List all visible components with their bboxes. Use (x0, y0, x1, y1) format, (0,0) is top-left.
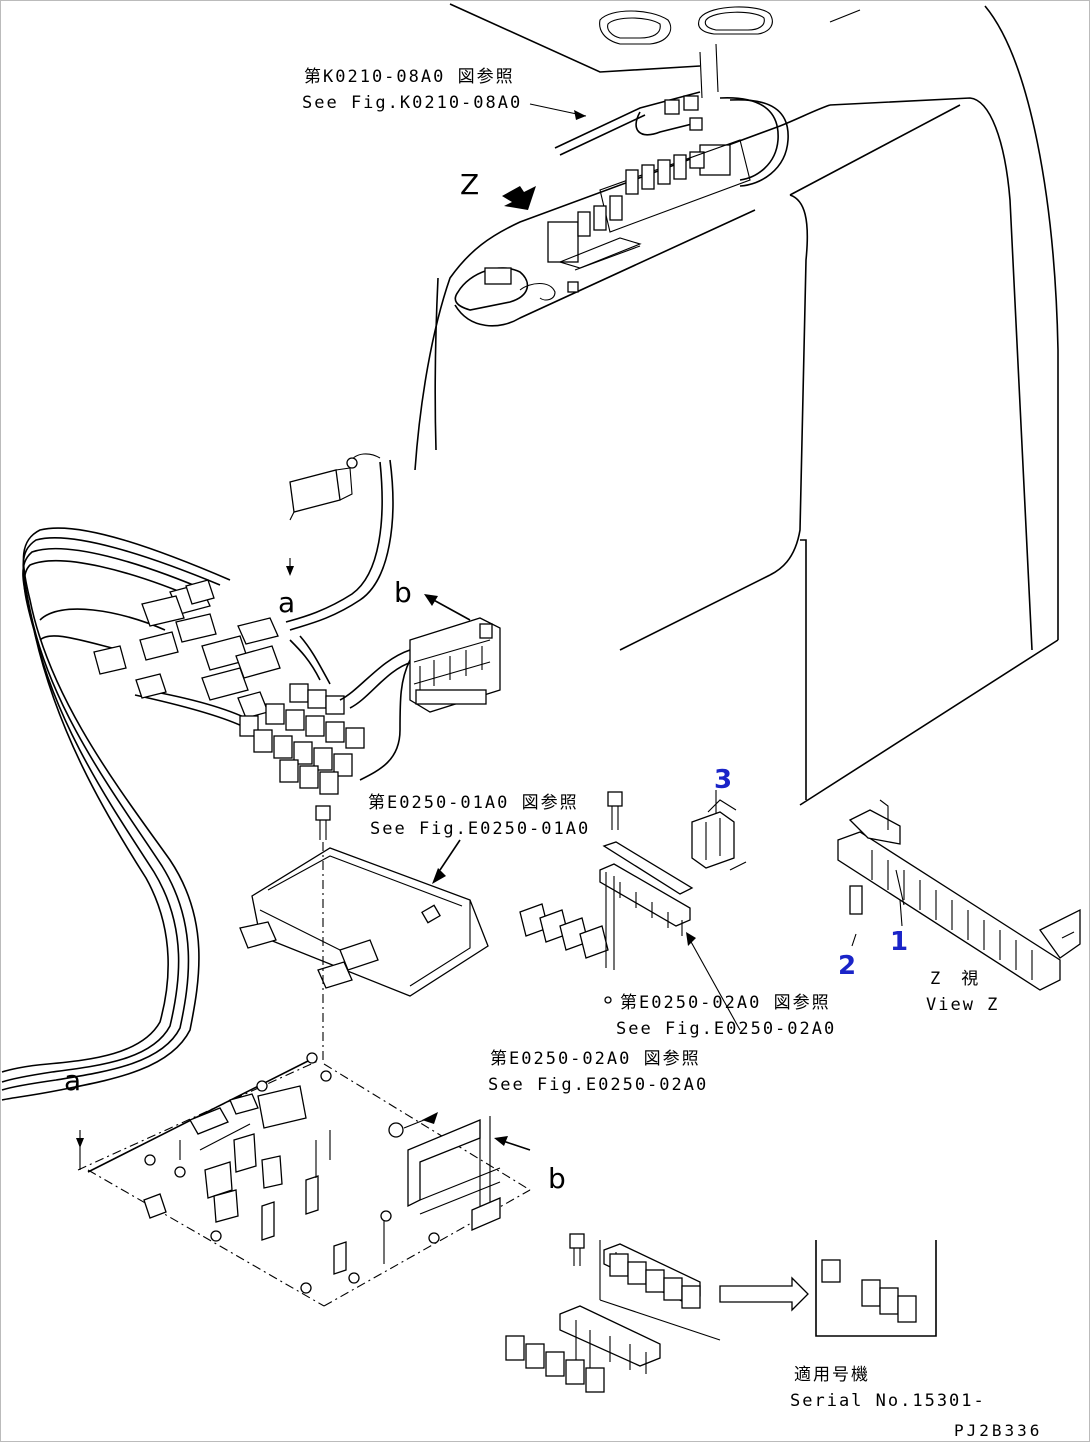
fuse-box-b (409, 594, 501, 713)
part-number-callouts: 1 2 3 (714, 765, 908, 981)
ref-k0210-en: See Fig.K0210-08A0 (302, 93, 522, 113)
main-harness (1, 453, 394, 1101)
part-number-3: 3 (714, 765, 732, 795)
part-3-relay (691, 799, 747, 871)
ref-e0250-01-jp: 第E0250-01A0 図参照 (368, 793, 579, 813)
cab-outline (414, 3, 1059, 806)
drawing-code: PJ2B336 (954, 1421, 1042, 1440)
view-z-caption: Z 視 View Z (926, 969, 999, 1015)
ref-e0250-02b-jp: 第E0250-02A0 図参照 (490, 1049, 701, 1069)
ref-e0250-02-jp: 第E0250-02A0 図参照 (620, 993, 831, 1013)
view-z-marker: Z (460, 168, 479, 201)
bottom-relay-set (505, 1233, 721, 1393)
screw (315, 805, 331, 1062)
part-number-1: 1 (890, 927, 908, 957)
ref-e0250-01-en: See Fig.E0250-01A0 (370, 819, 590, 839)
view-z-caption-en: View Z (926, 995, 999, 1015)
serial-box (719, 1240, 937, 1337)
connector-a-bottom: a (64, 1064, 81, 1097)
connector-a-top: a (278, 586, 295, 619)
reference-labels: 第K0210-08A0 図参照 See Fig.K0210-08A0 第E025… (302, 67, 836, 1095)
overhead-harness (454, 43, 789, 311)
ref-e0250-02b-en: See Fig.E0250-02A0 (488, 1075, 708, 1095)
fuse-block-grid (239, 683, 365, 795)
controller-unit (239, 839, 489, 997)
bracket-plate (77, 1052, 531, 1307)
ref-e0250-02-en: See Fig.E0250-02A0 (616, 1019, 836, 1039)
serial-caption-en: Serial No.15301- (790, 1391, 986, 1411)
connector-b-top: b (394, 576, 412, 609)
view-markers: Z a a b b (64, 168, 566, 1195)
ref-k0210-jp: 第K0210-08A0 図参照 (304, 67, 515, 87)
relay-row-mid (519, 903, 609, 959)
leader-lines (76, 103, 903, 1170)
connector-b-bottom: b (548, 1162, 566, 1195)
part-number-2: 2 (838, 951, 856, 981)
serial-caption: 適用号機 Serial No.15301- (790, 1365, 986, 1411)
serial-caption-jp: 適用号機 (794, 1365, 870, 1385)
view-z-caption-jp: Z 視 (930, 969, 980, 989)
relay-bracket (599, 791, 741, 1031)
view-z-module (837, 799, 1081, 991)
relay-cluster (93, 579, 413, 795)
